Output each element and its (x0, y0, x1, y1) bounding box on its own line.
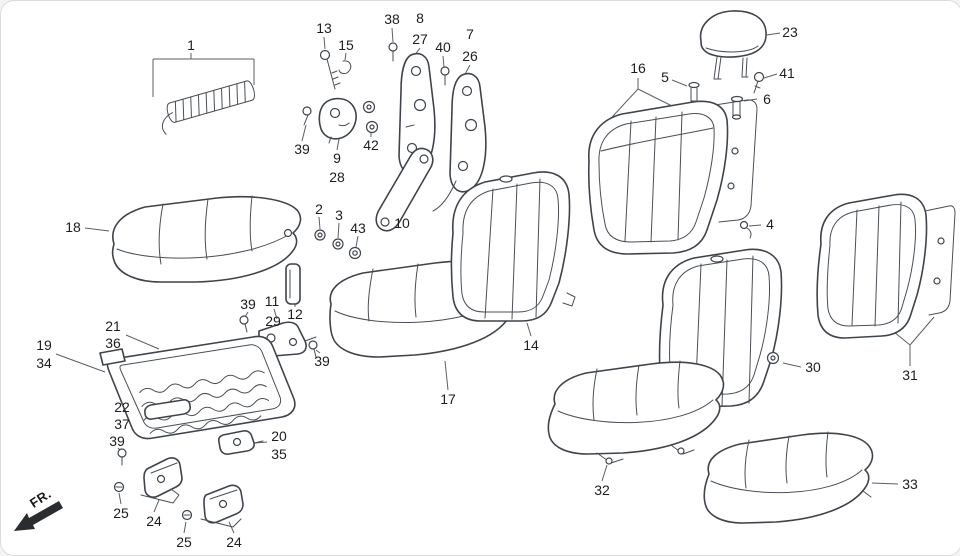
part-36-tag (99, 348, 126, 366)
part-7-26-recliner-plate (432, 72, 487, 212)
fr-direction-arrow (14, 501, 63, 531)
part-18-seat-cushion (111, 195, 302, 283)
part-38-bolt (388, 42, 398, 62)
part-40-bolt (440, 66, 450, 86)
part-22-37-label (144, 399, 191, 420)
part-16-seat-back (587, 99, 758, 255)
part-14-seat-back (450, 171, 576, 322)
part-31-seat-back (816, 193, 956, 339)
part-12-guide (285, 263, 301, 305)
part-25-clip-2 (181, 509, 193, 521)
part-32-seat-cushion (547, 360, 725, 465)
part-33-seat-cushion (703, 431, 874, 524)
part-24-foot-bracket-1 (140, 457, 183, 504)
part-8-27-recliner-plate (398, 52, 436, 175)
part-9-bracket (318, 97, 357, 144)
part-23-headrest (699, 10, 767, 80)
part-39-bolt-1 (302, 106, 312, 126)
part-39-bolt-3 (308, 340, 318, 358)
part-43-grommet (348, 246, 362, 260)
part-13-bolt (319, 49, 341, 90)
part-15-hook (338, 60, 352, 74)
part-39-bolt-2 (239, 315, 249, 333)
part-10-lever (375, 147, 434, 232)
part-2-grommet (314, 229, 326, 241)
part-41-bolt (753, 71, 765, 94)
part-1-spring (161, 80, 255, 135)
part-25-clip-1 (113, 481, 125, 493)
part-3-grommet (332, 238, 344, 250)
part-6-headrest-guide (730, 95, 744, 120)
part-20-35-bracket (217, 430, 264, 455)
part-5-headrest-guide (688, 81, 700, 102)
part-42-washers (362, 100, 379, 134)
part-39-bolt-4 (117, 448, 127, 466)
part-4-clip (739, 220, 752, 239)
part-24-foot-bracket-2 (200, 484, 244, 528)
part-19-34-seat-frame (106, 335, 296, 440)
